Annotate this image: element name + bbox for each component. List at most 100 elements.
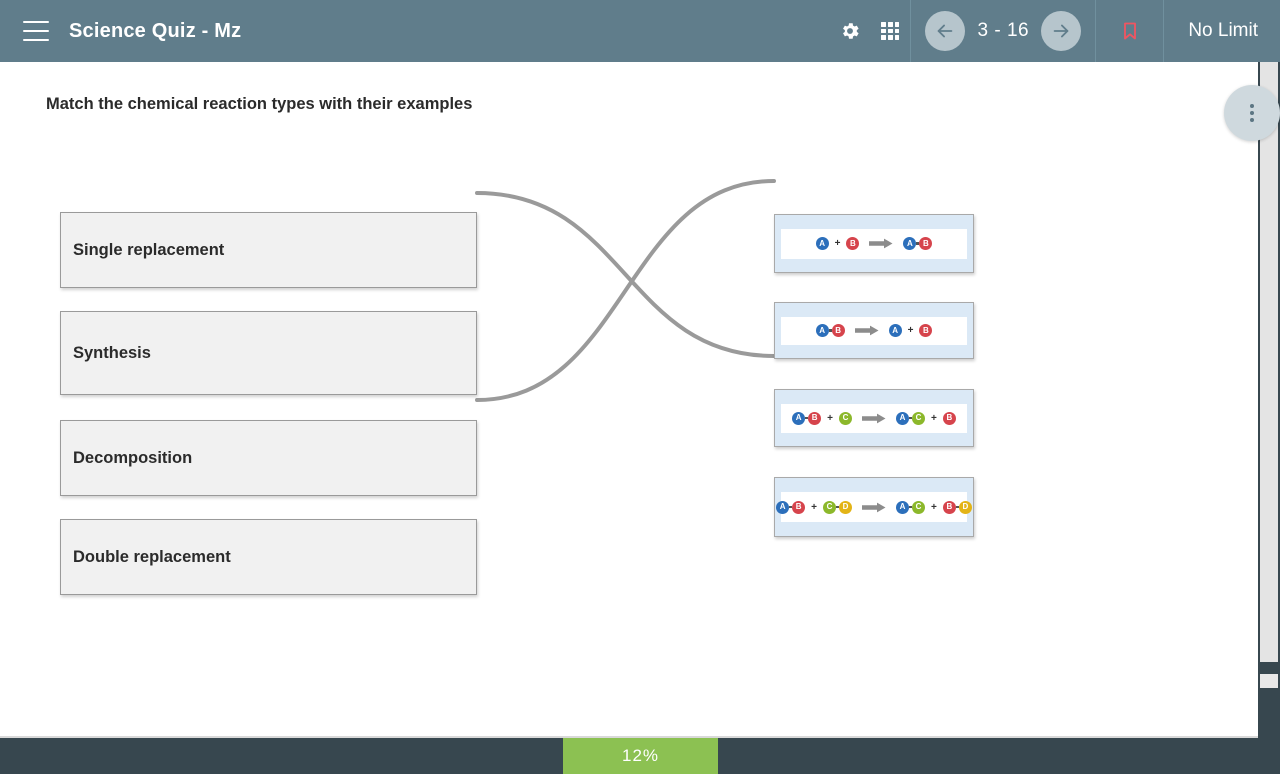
bond-line [909,505,912,509]
reaction-arrow-icon [845,325,889,336]
next-question-button[interactable] [1041,11,1082,51]
page-title: Science Quiz - Mz [69,19,242,42]
atom-B: B [846,237,860,250]
atom-C: C [839,411,852,425]
atom-B: B [808,411,822,425]
bond-line [789,505,793,509]
molecule: B [919,324,933,337]
atom-D: D [958,500,972,514]
match-option-2[interactable]: Decomposition [60,420,477,496]
scrollbar-thumb[interactable] [1260,62,1278,662]
question-content-area: Match the chemical reaction types with t… [0,62,1258,736]
match-connector-lines [475,179,776,402]
atom-B: B [942,411,956,425]
question-prompt: Match the chemical reaction types with t… [46,95,473,113]
more-vertical-icon-dot [1250,104,1254,108]
vertical-scrollbar[interactable] [1258,62,1280,736]
atom-B: B [942,500,956,514]
reaction-arrow-icon [852,502,896,513]
atom-B: B [919,237,933,250]
footer-progress-bar: 12% [0,738,1280,774]
match-option-3[interactable]: Double replacement [60,519,477,595]
bond-line [916,242,920,245]
match-option-label: Synthesis [73,343,151,362]
header-actions: 3 - 16 No Limit [830,0,1280,62]
plus-sign: + [931,501,937,513]
more-options-button[interactable] [1224,85,1280,141]
match-option-label: Single replacement [73,240,225,259]
atom-C: C [823,500,836,514]
grid-apps-icon [881,22,900,40]
plus-sign: + [931,412,937,424]
pagination-group: 3 - 16 [910,0,1097,62]
hamburger-icon[interactable] [23,21,49,41]
gear-icon [843,23,859,39]
plus-sign: + [827,412,833,424]
molecule: B [846,237,860,250]
arrow-left-icon [937,24,953,38]
page-counter: 3 - 16 [977,20,1030,41]
atom-C: C [912,500,925,514]
bond-line [828,329,832,332]
bond-line [955,505,959,509]
match-option-label: Double replacement [73,547,231,566]
molecule: A [888,324,902,337]
connector-line-1 [475,179,776,402]
bond-line [909,416,912,420]
atom-B: B [919,324,933,337]
bond-line [805,416,809,420]
reaction-arrow-icon [859,238,903,249]
scrollbar-down-button[interactable] [1260,674,1278,688]
atom-A: A [815,237,829,250]
time-limit-label: No Limit [1188,20,1258,41]
more-vertical-icon-dot [1250,111,1254,115]
apps-button[interactable] [870,0,910,62]
molecule: A [815,237,829,250]
bond-line [836,505,839,509]
atom-D: D [839,500,852,514]
atom-C: C [912,411,925,425]
settings-button[interactable] [830,0,870,62]
progress-percent-label: 12% [621,746,660,765]
atom-B: B [792,500,806,514]
bookmark-icon [1123,22,1136,40]
match-option-label: Decomposition [73,448,193,467]
atom-A: A [896,411,909,425]
atom-A: A [903,237,917,250]
bookmark-button[interactable] [1096,0,1165,62]
molecule: B [942,411,956,425]
app-header: Science Quiz - Mz 3 - 16 [0,0,1280,62]
connector-line-0 [475,191,776,358]
plus-sign: + [907,325,914,336]
molecule: C [839,411,852,425]
plus-sign: + [811,501,817,513]
prev-question-button[interactable] [925,11,966,51]
atom-A: A [792,411,806,425]
atom-A: A [776,500,790,514]
atom-A: A [888,324,902,337]
content-divider [0,736,1258,738]
match-option-1[interactable]: Synthesis [60,311,477,395]
match-option-0[interactable]: Single replacement [60,212,477,288]
progress-fill: 12% [563,738,718,774]
